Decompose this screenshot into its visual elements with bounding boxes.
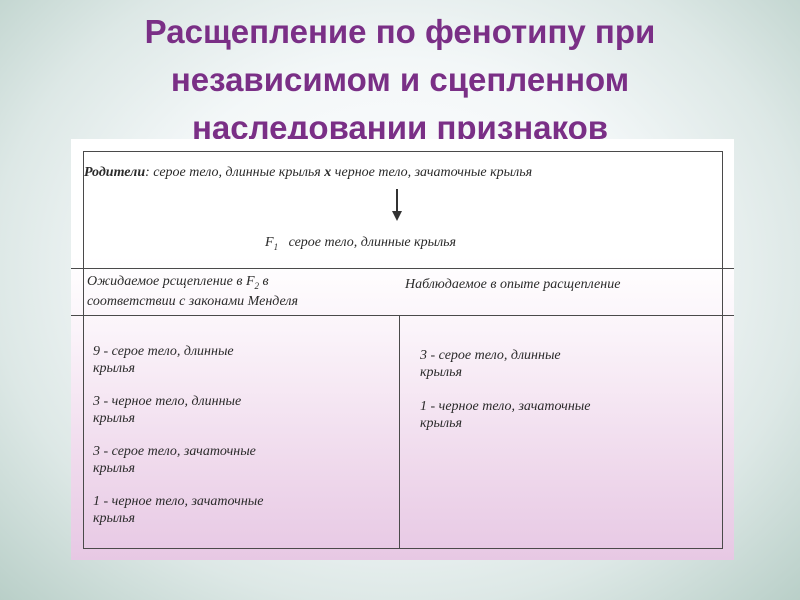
left-border — [83, 151, 84, 549]
column-divider — [399, 315, 400, 549]
right-border — [722, 151, 723, 549]
observed-item-line2: крылья — [420, 365, 463, 380]
expected-header: Ожидаемое рсщепление в F2 в соответствии… — [87, 274, 298, 310]
f1-text: серое тело, длинные крылья — [288, 235, 457, 250]
parents-label: Родители — [84, 165, 146, 180]
top-border — [83, 151, 723, 152]
slide-title: Расщепление по фенотипу при независимом … — [40, 8, 760, 152]
header-bottom-line — [71, 315, 734, 316]
f1-row: F1 серое тело, длинные крылья — [265, 235, 456, 255]
observed-item-line2: крылья — [420, 416, 463, 431]
f1-label: F — [265, 235, 274, 250]
observed-item-line1: 1 - черное тело, зачаточные — [420, 399, 591, 414]
expected-header-sub: 2 — [254, 280, 260, 291]
observed-item: 3 - серое тело, длинные крылья — [420, 347, 561, 381]
title-line-1: Расщепление по фенотипу при — [144, 13, 656, 50]
bottom-border — [83, 548, 723, 549]
header-top-line — [71, 268, 734, 269]
cross-symbol: х — [324, 165, 332, 180]
arrow-down-icon — [392, 211, 402, 221]
expected-item: 1 - черное тело, зачаточные крылья — [93, 493, 264, 527]
expected-header-end: в — [259, 274, 269, 289]
parents-text-2: черное тело, зачаточные крылья — [334, 165, 533, 180]
expected-header-line1: Ожидаемое рсщепление в F — [87, 274, 255, 289]
expected-item-line1: 1 - черное тело, зачаточные — [93, 494, 264, 509]
expected-item-line1: 3 - серое тело, зачаточные — [93, 444, 256, 459]
observed-item: 1 - черное тело, зачаточные крылья — [420, 398, 591, 432]
expected-item-line1: 9 - серое тело, длинные — [93, 344, 234, 359]
expected-header-line2: соответствии с законами Менделя — [87, 293, 299, 309]
expected-item-line2: крылья — [93, 461, 136, 476]
title-line-2: независимом и сцепленном — [170, 61, 630, 98]
expected-item-line2: крылья — [93, 361, 136, 376]
observed-header: Наблюдаемое в опыте расщепление — [405, 277, 620, 293]
expected-item: 3 - черное тело, длинные крылья — [93, 393, 241, 427]
parents-row: Родители: серое тело, длинные крылья х ч… — [84, 165, 532, 181]
f1-sub: 1 — [273, 241, 279, 252]
crossing-table: Родители: серое тело, длинные крылья х ч… — [71, 139, 734, 560]
expected-item-line1: 3 - черное тело, длинные — [93, 394, 242, 409]
expected-item: 3 - серое тело, зачаточные крылья — [93, 443, 256, 477]
arrow-line — [396, 189, 398, 213]
expected-item-line2: крылья — [93, 511, 136, 526]
observed-item-line1: 3 - серое тело, длинные — [420, 348, 561, 363]
expected-item: 9 - серое тело, длинные крылья — [93, 343, 234, 377]
observed-header-text: Наблюдаемое в опыте расщепление — [405, 277, 621, 292]
parents-text: : серое тело, длинные крылья — [145, 165, 321, 180]
expected-item-line2: крылья — [93, 411, 136, 426]
